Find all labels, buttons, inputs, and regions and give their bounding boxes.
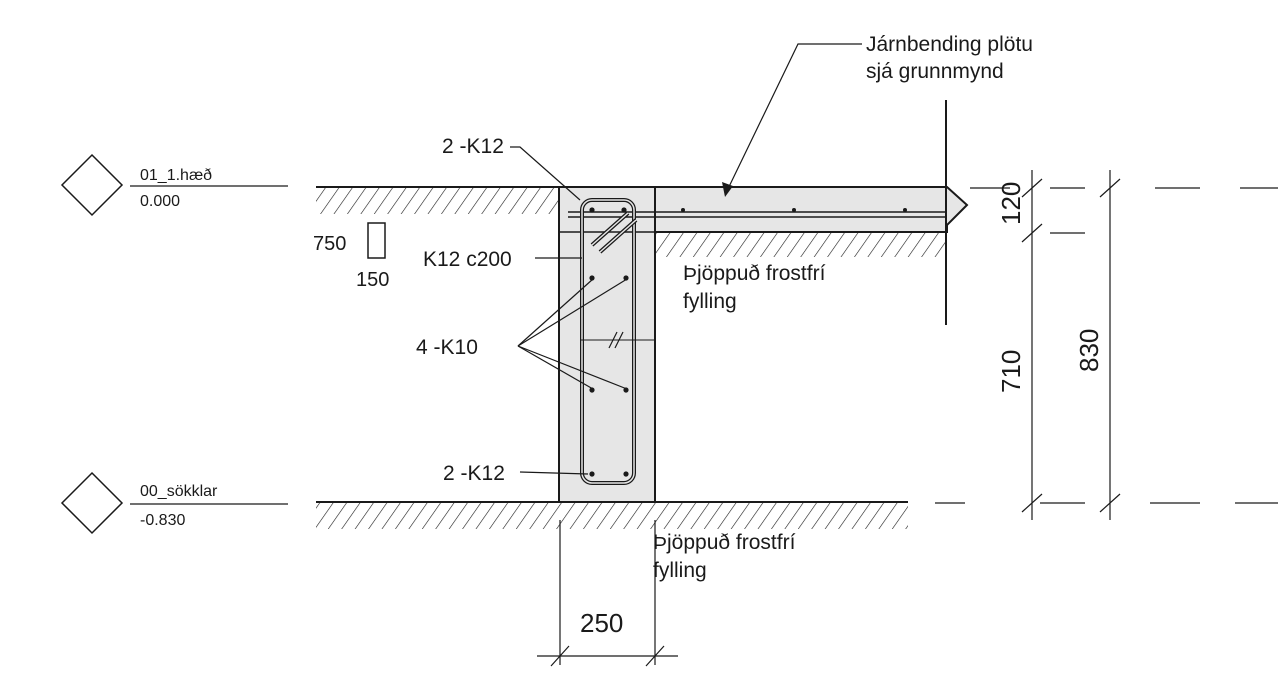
longitudinal-bars <box>589 207 629 477</box>
opening-symbol <box>367 222 386 259</box>
fill-top-label-line1: Þjöppuð frostfrí <box>683 262 826 285</box>
level-diamond-icon <box>60 153 124 217</box>
top-bars-label: 2 -K12 <box>442 135 504 158</box>
level-marker-top: 01_1.hæð 0.000 <box>60 153 288 217</box>
ground-bottom <box>316 501 908 529</box>
opening-height-label: 750 <box>313 233 346 255</box>
dimension-total: 830 <box>1074 329 1104 372</box>
fill-top-label-line2: fylling <box>683 290 737 313</box>
level-name-top: 01_1.hæð <box>140 167 212 184</box>
level-elevation-bottom: -0.830 <box>140 512 185 529</box>
slab-rebar-label-line1: Járnbending plötu <box>866 33 1033 56</box>
stirrups-label: K12 c200 <box>423 248 512 271</box>
leader-lines <box>510 43 862 475</box>
dimension-wall: 710 <box>996 350 1026 393</box>
slab-rebar-label-line2: sjá grunnmynd <box>866 60 1004 83</box>
level-elevation-top: 0.000 <box>140 193 180 210</box>
vertical-dimension-lines <box>1021 170 1121 520</box>
foundation-wall <box>558 186 656 503</box>
ground-under-slab <box>655 233 947 257</box>
level-marker-bottom: 00_sökklar -0.830 <box>60 471 288 535</box>
dimension-slab: 120 <box>996 182 1026 225</box>
dimension-wall-width: 250 <box>580 608 623 638</box>
level-extension-lines <box>935 187 1278 504</box>
level-name-bottom: 00_sökklar <box>140 483 218 500</box>
bottom-bars-label: 2 -K12 <box>443 462 505 485</box>
side-bars-label: 4 -K10 <box>416 336 478 359</box>
floor-slab <box>654 186 969 233</box>
ground-top-left <box>316 186 558 214</box>
opening-width-label: 150 <box>356 269 389 291</box>
horizontal-dimension-lines <box>537 520 678 667</box>
leader-arrow-icon <box>722 182 733 197</box>
level-diamond-icon <box>60 471 124 535</box>
fill-bottom-label-line1: Þjöppuð frostfrí <box>653 531 796 554</box>
fill-bottom-label-line2: fylling <box>653 559 707 582</box>
